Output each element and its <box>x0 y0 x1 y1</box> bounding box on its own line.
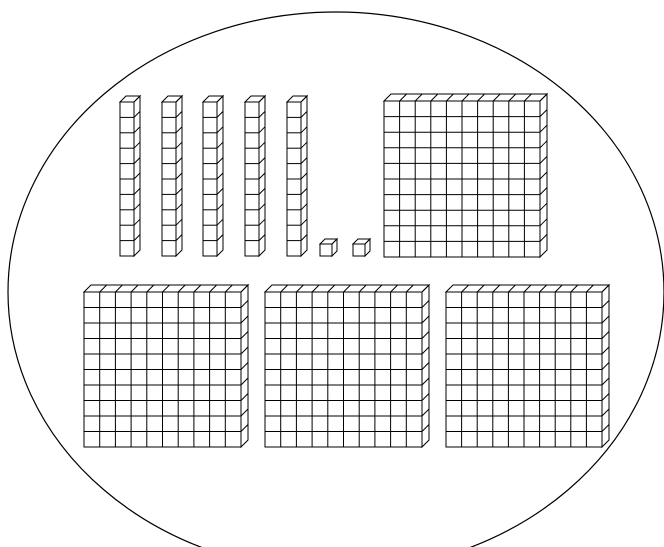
hundred-flat <box>265 285 429 447</box>
tens-rod <box>245 96 265 256</box>
tens-rod <box>287 96 307 256</box>
tens-rod <box>203 96 223 256</box>
tens-rod <box>162 96 182 256</box>
unit-cube <box>353 239 370 256</box>
unit-cube <box>320 239 337 256</box>
hundred-flat <box>446 285 609 447</box>
unit-cubes-group <box>320 239 370 256</box>
enclosing-oval <box>8 12 664 547</box>
hundred-flats-group <box>84 94 609 447</box>
hundred-flat <box>384 94 547 257</box>
hundred-flat <box>84 285 248 447</box>
tens-rods-group <box>120 96 307 256</box>
tens-rod <box>120 96 140 256</box>
